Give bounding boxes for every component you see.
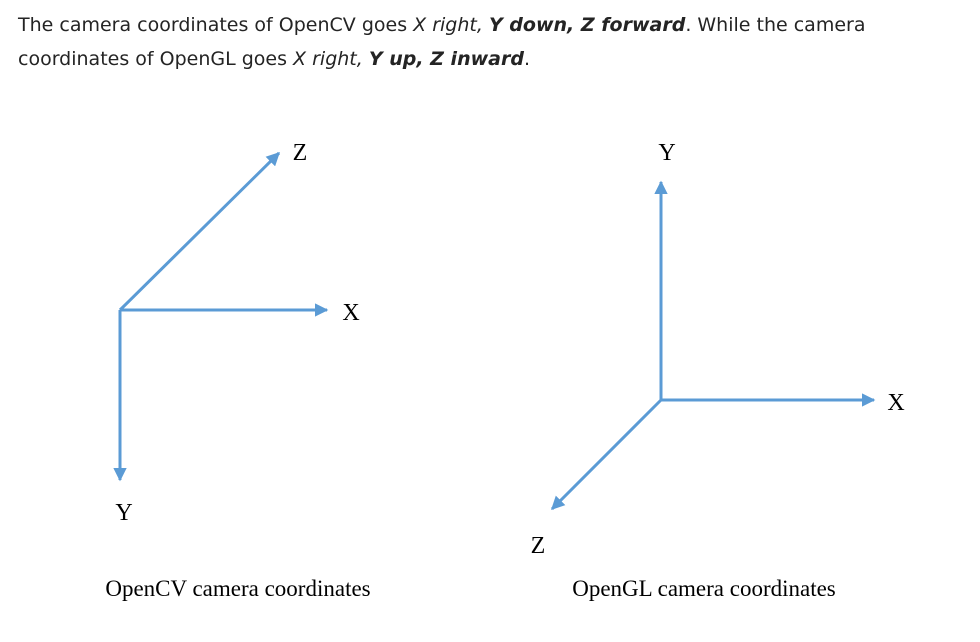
opencv-z-axis	[118, 151, 281, 312]
opengl-y-label: Y	[658, 140, 675, 166]
opencv-z-label: Z	[293, 140, 308, 166]
opengl-caption: OpenGL camera coordinates	[572, 576, 836, 601]
opencv-axes: Z X Y OpenCV camera coordinates	[105, 140, 370, 601]
intro-text-7: .	[523, 48, 530, 70]
opencv-x-label: X	[342, 300, 359, 326]
intro-text-5: X right,	[293, 48, 369, 70]
intro-text-1: The camera coordinates of OpenCV goes	[18, 14, 414, 36]
intro-text-6: Y up, Z inward	[368, 48, 524, 70]
intro-text-4: . While the camera coordinates of OpenGL…	[18, 14, 866, 70]
intro-text-3: Y down, Z forward	[488, 14, 686, 36]
intro-paragraph: The camera coordinates of OpenCV goes X …	[18, 8, 958, 76]
opengl-x-label: X	[887, 390, 904, 416]
opencv-caption: OpenCV camera coordinates	[105, 576, 370, 601]
opengl-z-axis	[550, 398, 663, 511]
opengl-z-label: Z	[531, 533, 546, 559]
opencv-y-label: Y	[115, 500, 132, 526]
opengl-axes: Y X Z OpenGL camera coordinates	[531, 140, 905, 601]
intro-text-2: X right,	[413, 14, 489, 36]
